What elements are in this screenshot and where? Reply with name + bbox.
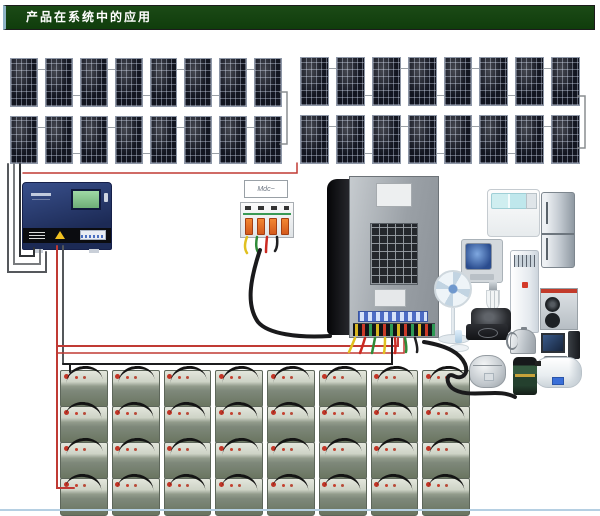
- solar-panel: [254, 115, 282, 164]
- solar-panel: [335, 115, 372, 164]
- solar-panel: [184, 115, 220, 164]
- inverter-stub-green-2: [403, 336, 408, 354]
- breaker-black-wire: [273, 235, 279, 253]
- water-heater: [534, 357, 582, 388]
- controller-button: [104, 193, 108, 202]
- battery-row: [60, 406, 470, 444]
- solar-panel: [219, 115, 254, 164]
- charge-controller: [22, 182, 112, 253]
- solar-array-right: [300, 57, 580, 164]
- breaker-label-box: Mdc~: [244, 180, 288, 198]
- solar-array-left: [10, 58, 282, 164]
- solar-panel: [300, 57, 336, 106]
- breaker-label-text: Mdc~: [257, 185, 275, 193]
- inverter-stub-green-1: [370, 336, 377, 355]
- inverter-stub-red-1: [358, 336, 367, 355]
- outdoor-ac-unit: [540, 288, 578, 330]
- solar-panel: [114, 115, 150, 164]
- solar-panel: [515, 57, 551, 106]
- pv-positive-array-link: [22, 162, 298, 174]
- inverter-stub-black: [413, 336, 419, 354]
- controller-brand-mark: [31, 193, 51, 196]
- crt-tv: [461, 239, 503, 283]
- breaker-pole-switch: [257, 218, 265, 235]
- inverter-terminal-strip: [353, 323, 435, 336]
- battery-row: [60, 370, 470, 408]
- inverter-stub-yellow-1: [347, 336, 357, 354]
- controller-spec-marks: [29, 232, 45, 239]
- computer-monitor: [541, 333, 565, 353]
- fan-pole: [451, 308, 455, 336]
- battery-row: [60, 442, 470, 480]
- circuit-breaker: [240, 202, 294, 238]
- inverter-stub-yellow-2: [382, 336, 387, 355]
- breaker-switch-row: [245, 218, 289, 235]
- inverter-back-panel: [349, 176, 439, 338]
- warning-triangle-icon: [54, 231, 65, 239]
- cfl-bulb: [484, 282, 502, 310]
- induction-cooker: [466, 324, 508, 340]
- solar-panel: [407, 115, 444, 164]
- battery-inverter-red-wire-a: [56, 337, 399, 347]
- solar-panel: [443, 115, 480, 164]
- battery-inverter-red-wire-b: [56, 337, 405, 354]
- inverter-access-plate: [374, 289, 406, 307]
- inverter-stub-red-2: [393, 336, 397, 355]
- controller-rating-label: [80, 230, 106, 240]
- breaker-pole-switch: [245, 218, 253, 235]
- breaker-inverter-cable: [248, 248, 332, 339]
- inverter-model-strip: [358, 311, 428, 322]
- solar-panel: [79, 58, 115, 107]
- refrigerator: [541, 192, 575, 268]
- solar-panel: [371, 115, 408, 164]
- controller-feet: [33, 249, 43, 253]
- solar-panel: [551, 57, 580, 106]
- solar-panel: [184, 58, 220, 107]
- controller-terminal-band: [23, 228, 111, 243]
- solar-panel: [219, 58, 254, 107]
- breaker-pole-switch: [281, 218, 289, 235]
- solar-panel: [551, 115, 580, 164]
- washing-machine: [487, 189, 540, 237]
- solar-panel: [79, 115, 115, 164]
- floor-air-conditioner: [510, 250, 539, 333]
- solar-panel: [254, 58, 282, 107]
- page-title: 产品在系统中的应用: [26, 10, 153, 24]
- inverter-vent-grille: [370, 223, 418, 285]
- solar-panel: [10, 115, 45, 164]
- computer-tower: [568, 331, 580, 359]
- solar-panel: [114, 58, 150, 107]
- table-lamp: [448, 330, 469, 352]
- solar-panel: [515, 115, 551, 164]
- controller-lcd-display: [71, 189, 101, 210]
- solar-panel: [407, 57, 444, 106]
- breaker-red-wire: [264, 235, 269, 254]
- breaker-green-wire: [254, 235, 260, 254]
- solar-panel: [44, 115, 80, 164]
- electric-kettle: [506, 327, 536, 354]
- battery-bank: [60, 368, 470, 516]
- submersible-pump: [513, 357, 541, 395]
- breaker-pole-switch: [269, 218, 277, 235]
- solar-panel: [479, 115, 516, 164]
- inverter-nameplate: [376, 183, 412, 207]
- solar-panel: [335, 57, 372, 106]
- breaker-yellow-wire: [243, 235, 249, 255]
- solar-panel: [149, 58, 185, 107]
- solar-panel: [149, 115, 185, 164]
- desktop-computer: [541, 331, 582, 362]
- solar-panel: [10, 58, 45, 107]
- solar-panel: [300, 115, 336, 164]
- fan-head: [434, 270, 472, 308]
- solar-panel: [44, 58, 80, 107]
- rice-cooker: [469, 355, 506, 388]
- solar-panel: [443, 57, 480, 106]
- solar-panel: [371, 57, 408, 106]
- title-bar: 产品在系统中的应用: [3, 5, 595, 30]
- inverter-cabinet: [327, 176, 439, 338]
- bottom-edge-line: [0, 509, 600, 511]
- solar-panel: [479, 57, 516, 106]
